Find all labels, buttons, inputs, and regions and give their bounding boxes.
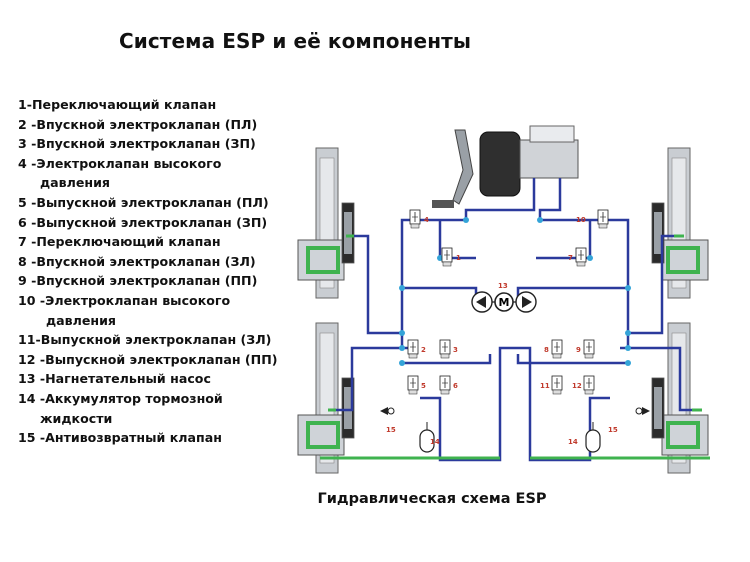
wheel-brake-front-right [650, 146, 710, 300]
valve-7 [575, 247, 587, 267]
label-4: 4 [424, 216, 429, 224]
label-1: 1 [456, 254, 461, 262]
valve-6 [439, 375, 451, 395]
valve-1 [441, 247, 453, 267]
accumulator-left [419, 422, 435, 453]
legend-item: 7 -Переключающий клапан [18, 234, 221, 250]
brake-booster [432, 125, 579, 208]
legend-item: 13 -Нагнетательный насос [18, 371, 211, 387]
component-labels: 4 10 1 7 2 3 8 9 5 6 11 12 13 14 14 15 1… [386, 216, 618, 446]
component-legend: 1-Переключающий клапан 2 -Впускной элект… [18, 95, 286, 448]
line-junctions [399, 217, 631, 366]
label-14-right: 14 [568, 438, 578, 446]
label-2: 2 [421, 346, 426, 354]
legend-item-continuation: жидкости [40, 410, 113, 426]
legend-item: 6 -Выпускной электроклапан (ЗП) [18, 214, 268, 230]
legend-item-continuation: давления [40, 175, 111, 191]
legend-item: 1-Переключающий клапан [18, 97, 217, 112]
label-15-left: 15 [386, 426, 396, 434]
wheel-brake-front-left [296, 146, 356, 300]
valve-3 [439, 339, 451, 359]
check-valve-left [380, 407, 395, 415]
label-8: 8 [544, 346, 549, 354]
valve-8 [551, 339, 563, 359]
label-14-left: 14 [430, 438, 440, 446]
label-3: 3 [453, 346, 458, 354]
hydraulic-diagram: M 4 10 1 7 2 3 8 9 5 6 11 12 13 14 14 15… [296, 125, 710, 475]
label-15-right: 15 [608, 426, 618, 434]
legend-item: 12 -Выпускной электроклапан (ПП) [18, 351, 278, 367]
hydraulic-lines [336, 196, 692, 462]
check-valve-right [635, 407, 650, 415]
svg-text:M: M [499, 296, 510, 309]
legend-item: 5 -Выпускной электроклапан (ПЛ) [18, 194, 269, 210]
legend-item: 8 -Впускной электроклапан (ЗЛ) [18, 253, 256, 269]
label-12: 12 [572, 382, 582, 390]
valve-2 [407, 339, 419, 359]
label-9: 9 [576, 346, 581, 354]
valve-10 [597, 209, 609, 229]
valve-12 [583, 375, 595, 395]
page-title: Система ESP и её компоненты [118, 29, 472, 53]
legend-item-continuation: давления [46, 312, 117, 328]
valve-11 [551, 375, 563, 395]
label-13: 13 [498, 282, 508, 290]
wheel-brake-rear-left [296, 321, 356, 475]
legend-item: 11-Выпускной электроклапан (ЗЛ) [18, 332, 272, 348]
label-6: 6 [453, 382, 458, 390]
label-10: 10 [576, 216, 586, 224]
pump-motor: M [494, 292, 514, 312]
legend-item: 15 -Антивозвратный клапан [18, 430, 222, 446]
valve-4 [409, 209, 421, 229]
accumulator-right [585, 422, 601, 453]
return-pump [471, 291, 537, 313]
label-7: 7 [568, 254, 573, 262]
wheel-feed-lines [320, 234, 710, 460]
label-11: 11 [540, 382, 550, 390]
diagram-caption: Гидравлическая схема ESP [317, 491, 547, 507]
valve-5 [407, 375, 419, 395]
legend-item: 2 -Впускной электроклапан (ПЛ) [18, 116, 258, 132]
legend-item: 9 -Впускной электроклапан (ПП) [18, 273, 258, 289]
valve-9 [583, 339, 595, 359]
label-5: 5 [421, 382, 426, 390]
legend-item: 3 -Впускной электроклапан (ЗП) [18, 136, 256, 152]
